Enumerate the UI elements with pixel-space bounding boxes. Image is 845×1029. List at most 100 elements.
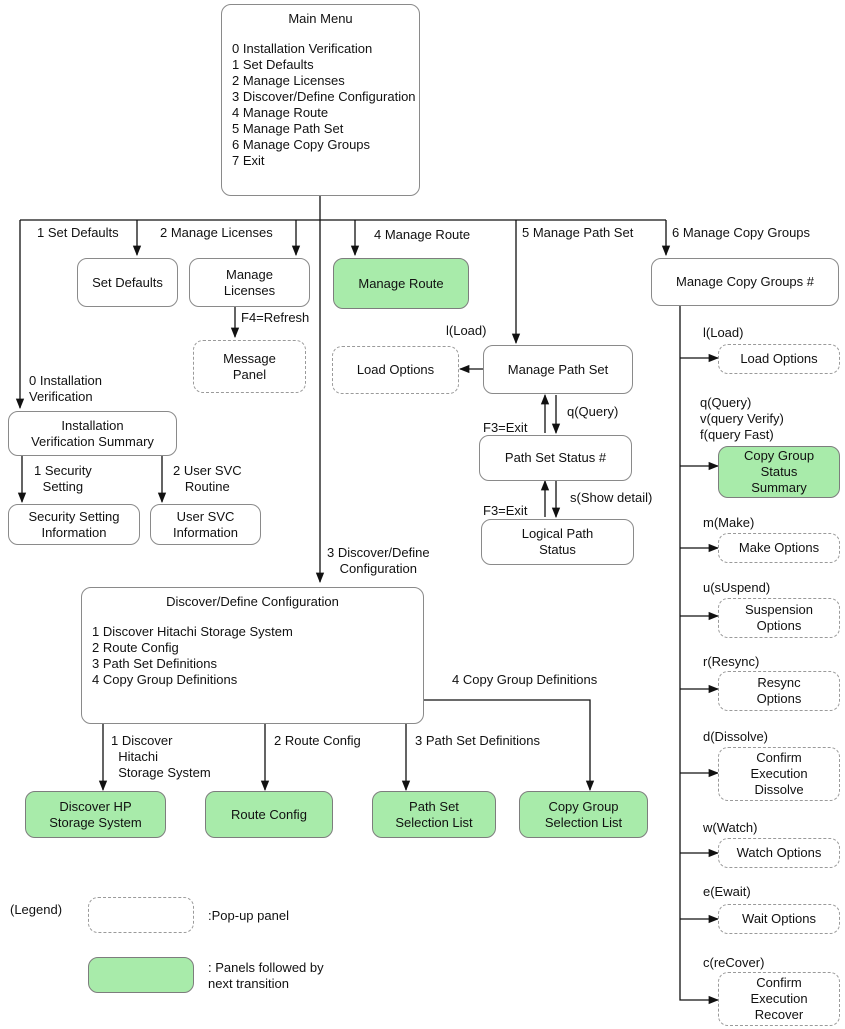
manage-path-set-panel[interactable]: Manage Path Set — [483, 345, 633, 394]
wait-options-label: Wait Options — [742, 911, 816, 926]
logical-path-status-panel[interactable]: Logical Path Status — [481, 519, 634, 565]
discover-define-menu-panel[interactable]: Discover/Define Configuration 1 Discover… — [81, 587, 424, 724]
f3-exit-label: F3=Exit — [483, 503, 528, 518]
discover-menu-item: 3 Path Set Definitions — [92, 656, 218, 671]
path-set-selection-list-panel[interactable]: Path Set Selection List — [372, 791, 496, 838]
set-defaults-label: Set Defaults — [92, 274, 163, 290]
manage-licenses-label: Manage Licenses — [223, 266, 276, 298]
cg-resync-transition-label: r(Resync) — [703, 654, 760, 669]
branch-label-discover-define: 3 Discover/Define Configuration — [327, 545, 430, 576]
make-options-panel[interactable]: Make Options — [718, 533, 840, 563]
path-set-status-panel[interactable]: Path Set Status # — [479, 435, 632, 481]
branch-label-manage-licenses: 2 Manage Licenses — [160, 225, 273, 240]
cg-recover-transition-label: c(reCover) — [703, 955, 765, 970]
branch-label-manage-path-set: 5 Manage Path Set — [522, 225, 634, 240]
discover-hitachi-transition-label: 1 Discover Hitachi Storage System — [111, 733, 211, 780]
branch-label-manage-route: 4 Manage Route — [374, 227, 471, 242]
manage-copy-groups-panel[interactable]: Manage Copy Groups # — [651, 258, 839, 306]
user-svc-routine-transition-label: 2 User SVC Routine — [173, 463, 242, 494]
discover-hp-storage-panel[interactable]: Discover HP Storage System — [25, 791, 166, 838]
resync-options-panel[interactable]: Resync Options — [718, 671, 840, 711]
discover-define-title: Discover/Define Configuration — [166, 594, 339, 609]
security-setting-information-panel[interactable]: Security Setting Information — [8, 504, 140, 545]
cg-ewait-transition-label: e(Ewait) — [703, 884, 751, 899]
cg-status-summary-label: Copy Group Status Summary — [743, 448, 815, 495]
cg-query-transition-label: q(Query) v(query Verify) f(query Fast) — [700, 395, 784, 442]
watch-options-panel[interactable]: Watch Options — [718, 838, 840, 868]
cg-load-options-panel[interactable]: Load Options — [718, 344, 840, 374]
copy-group-selection-list-panel[interactable]: Copy Group Selection List — [519, 791, 648, 838]
user-svc-information-panel[interactable]: User SVC Information — [150, 504, 261, 545]
manage-route-label: Manage Route — [358, 275, 444, 291]
query-transition-label: q(Query) — [567, 404, 619, 419]
main-menu-item: 7 Exit — [232, 153, 265, 168]
load-options-panel[interactable]: Load Options — [332, 346, 459, 394]
security-setting-information-label: Security Setting Information — [28, 508, 120, 540]
legend-popup-swatch — [88, 897, 194, 933]
resync-options-label: Resync Options — [756, 675, 802, 706]
confirm-execution-dissolve-label: Confirm Execution Dissolve — [750, 750, 808, 797]
legend-green-label: : Panels followed by next transition — [208, 960, 324, 991]
legend-popup-label: :Pop-up panel — [208, 908, 289, 923]
cg-load-transition-label: l(Load) — [703, 325, 744, 340]
branch-label-installation-verification: 0 Installation Verification — [29, 373, 102, 404]
branch-label-manage-copy-groups: 6 Manage Copy Groups — [672, 225, 811, 240]
show-detail-transition-label: s(Show detail) — [570, 490, 653, 505]
cg-suspend-transition-label: u(sUspend) — [703, 580, 771, 595]
f3-exit-label: F3=Exit — [483, 420, 528, 435]
manage-route-panel[interactable]: Manage Route — [333, 258, 469, 309]
path-set-definitions-transition-label: 3 Path Set Definitions — [415, 733, 541, 748]
main-menu-title: Main Menu — [288, 11, 353, 26]
confirm-execution-recover-label: Confirm Execution Recover — [750, 975, 808, 1022]
route-config-label: Route Config — [231, 806, 307, 822]
logical-path-status-label: Logical Path Status — [521, 526, 594, 557]
main-menu-item: 4 Manage Route — [232, 105, 329, 120]
legend-green-swatch — [88, 957, 194, 993]
confirm-execution-dissolve-panel[interactable]: Confirm Execution Dissolve — [718, 747, 840, 801]
cg-watch-transition-label: w(Watch) — [703, 820, 758, 835]
route-config-panel[interactable]: Route Config — [205, 791, 333, 838]
manage-path-set-label: Manage Path Set — [507, 361, 609, 377]
branch-label-set-defaults: 1 Set Defaults — [37, 225, 119, 240]
discover-menu-item: 1 Discover Hitachi Storage System — [92, 624, 293, 639]
main-menu-item: 1 Set Defaults — [232, 57, 314, 72]
suspension-options-panel[interactable]: Suspension Options — [718, 598, 840, 638]
main-menu-item: 5 Manage Path Set — [232, 121, 344, 136]
set-defaults-panel[interactable]: Set Defaults — [77, 258, 178, 307]
path-set-selection-list-label: Path Set Selection List — [395, 798, 473, 830]
path-set-status-label: Path Set Status # — [504, 450, 607, 465]
main-menu-panel[interactable]: Main Menu 0 Installation Verification 1 … — [221, 4, 420, 196]
user-svc-information-label: User SVC Information — [172, 508, 239, 540]
make-options-label: Make Options — [738, 540, 820, 555]
legend-title: (Legend) — [10, 902, 63, 917]
installation-verification-summary-panel[interactable]: Installation Verification Summary — [8, 411, 177, 456]
installation-verification-summary-label: Installation Verification Summary — [31, 417, 154, 449]
suspension-options-label: Suspension Options — [745, 602, 813, 633]
message-panel[interactable]: Message Panel — [193, 340, 306, 393]
f4-refresh-label: F4=Refresh — [241, 310, 310, 325]
copy-group-definitions-transition-label: 4 Copy Group Definitions — [452, 672, 598, 687]
load-options-label: Load Options — [356, 362, 435, 377]
cg-make-transition-label: m(Make) — [703, 515, 755, 530]
main-menu-item: 3 Discover/Define Configuration — [232, 89, 416, 104]
watch-options-label: Watch Options — [736, 845, 822, 860]
security-setting-transition-label: 1 Security Setting — [34, 463, 92, 494]
wait-options-panel[interactable]: Wait Options — [718, 904, 840, 934]
confirm-execution-recover-panel[interactable]: Confirm Execution Recover — [718, 972, 840, 1026]
main-menu-item: 0 Installation Verification — [232, 41, 373, 56]
manage-copy-groups-label: Manage Copy Groups # — [675, 274, 815, 289]
discover-menu-item: 2 Route Config — [92, 640, 179, 655]
main-menu-item: 2 Manage Licenses — [232, 73, 345, 88]
message-panel-label: Message Panel — [223, 350, 276, 382]
manage-licenses-panel[interactable]: Manage Licenses — [189, 258, 310, 307]
copy-group-selection-list-label: Copy Group Selection List — [544, 798, 623, 830]
discover-menu-item: 4 Copy Group Definitions — [92, 672, 238, 687]
discover-hp-storage-label: Discover HP Storage System — [49, 798, 142, 830]
cg-status-summary-panel[interactable]: Copy Group Status Summary — [718, 446, 840, 498]
load-transition-label: l(Load) — [446, 323, 487, 338]
route-config-transition-label: 2 Route Config — [274, 733, 361, 748]
cg-dissolve-transition-label: d(Dissolve) — [703, 729, 769, 744]
main-menu-item: 6 Manage Copy Groups — [232, 137, 371, 152]
